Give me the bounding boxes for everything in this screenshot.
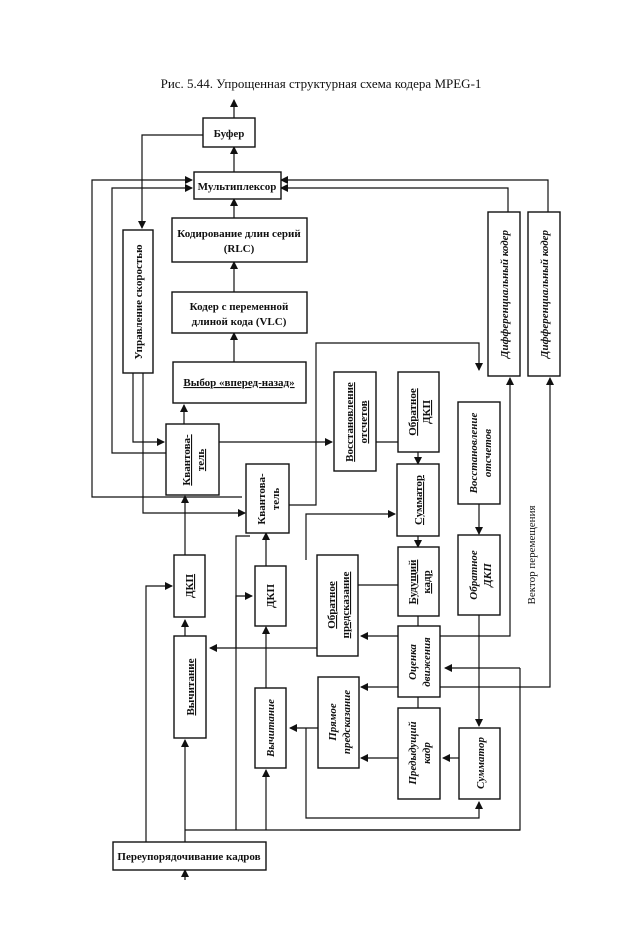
block-restore1-label-1: Восстановление	[344, 382, 356, 462]
block-adder2-label: Сумматор	[475, 737, 487, 789]
block-quant2-label-2: тель	[270, 488, 282, 510]
block-restore2-label-1: Восстановление	[468, 412, 480, 494]
block-backward-prediction: Обратное предсказание	[316, 554, 359, 657]
block-backpred-label-1: Обратное	[326, 581, 338, 629]
block-quantizer-1: Квантова- тель	[165, 423, 220, 496]
block-restore-samples-1: Восстановление отсчетов	[333, 371, 377, 472]
block-motion-label-2: движения	[421, 637, 433, 687]
block-vlc: Кодер с переменной длиной кода (VLC)	[171, 291, 308, 334]
block-multiplexer: Мультиплексор	[193, 171, 282, 200]
block-diff2-label: Дифференциальный кодер	[539, 229, 551, 359]
block-idct1-label-2: ДКП	[421, 400, 433, 425]
block-backpred-label-2: предсказание	[340, 571, 352, 638]
connections	[91, 99, 554, 880]
block-vlc-label-1: Кодер с переменной	[190, 301, 289, 313]
block-fwdpred-label-2: предсказание	[341, 690, 353, 754]
block-forward-prediction: Прямое предсказание	[317, 676, 360, 769]
block-subtract-2: Вычитание	[254, 687, 287, 769]
block-adder-1: Сумматор	[396, 463, 440, 537]
block-prev-label-2: кадр	[421, 742, 433, 764]
block-diff-coder-2: Дифференциальный кодер	[527, 211, 561, 377]
block-inverse-dct-1: Обратное ДКП	[397, 371, 440, 453]
block-buffer-label: Буфер	[214, 128, 245, 140]
block-vlc-label-2: длиной кода (VLC)	[192, 316, 287, 328]
block-diff-coder-1: Дифференциальный кодер	[487, 211, 521, 377]
block-quantizer-2: Квантова- тель	[245, 463, 290, 534]
block-reorder-label: Переупорядочивание кадров	[117, 851, 260, 863]
block-mux-label: Мультиплексор	[198, 181, 277, 193]
block-dct-1: ДКП	[173, 554, 206, 618]
block-frame-reorder: Переупорядочивание кадров	[112, 841, 267, 871]
block-dct1-label: ДКП	[184, 574, 196, 599]
block-future-label-2: кадр	[421, 570, 433, 593]
block-future-frame: Будущий кадр	[397, 546, 440, 617]
block-previous-frame: Предыдущий кадр	[397, 707, 441, 800]
block-sub2-label: Вычитание	[265, 699, 277, 758]
block-restore2-label-2: отсчетов	[482, 429, 494, 477]
block-rlc-label-1: Кодирование длин серий	[177, 228, 301, 240]
block-fwdback-label: Выбор «вперед-назад»	[183, 377, 294, 389]
block-restore-samples-2: Восстановление отсчетов	[457, 401, 501, 505]
block-sub1-label: Вычитание	[185, 658, 197, 715]
block-idct1-label-1: Обратное	[407, 388, 419, 436]
figure-caption: Рис. 5.44. Упрощенная структурная схема …	[161, 76, 482, 91]
block-dct2-label: ДКП	[265, 584, 277, 609]
motion-vector-label: Вектор перемещения	[526, 505, 538, 604]
block-adder-2: Сумматор	[458, 727, 501, 800]
block-motion-label-1: Оценка	[407, 644, 419, 680]
block-rate-control: Управление скоростью	[122, 229, 154, 374]
block-fwdpred-label-1: Прямое	[327, 703, 339, 742]
block-future-label-1: Будущий	[407, 559, 419, 604]
block-inverse-dct-2: Обратное ДКП	[457, 534, 501, 616]
block-buffer: Буфер	[202, 117, 256, 148]
block-idct2-label-1: Обратное	[468, 550, 480, 600]
block-quant1-label-2: тель	[195, 449, 207, 471]
block-idct2-label-2: ДКП	[482, 563, 494, 588]
block-dct-2: ДКП	[254, 565, 287, 627]
block-restore1-label-2: отсчетов	[358, 400, 370, 443]
block-subtract-1: Вычитание	[173, 635, 207, 739]
block-motion-estimation: Оценка движения	[397, 625, 441, 698]
block-diff1-label: Дифференциальный кодер	[499, 229, 511, 359]
block-quant2-label-1: Квантова-	[256, 473, 268, 525]
block-adder1-label: Сумматор	[413, 475, 425, 525]
block-prev-label-1: Предыдущий	[407, 721, 419, 785]
block-forward-backward: Выбор «вперед-назад»	[172, 361, 307, 404]
block-rlc-label-2: (RLC)	[224, 243, 255, 255]
block-quant1-label-1: Квантова-	[181, 434, 193, 486]
block-rate-label: Управление скоростью	[133, 245, 145, 360]
block-rlc: Кодирование длин серий (RLC)	[171, 217, 308, 263]
